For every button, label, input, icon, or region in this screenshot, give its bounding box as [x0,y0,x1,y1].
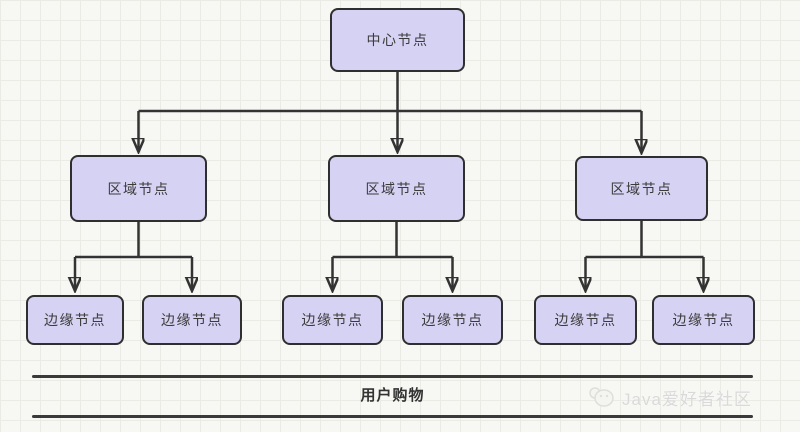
edge-node-3: 边缘节点 [282,295,383,345]
watermark: Java爱好者社区 [588,381,752,413]
footer-rule-bottom [32,415,753,418]
watermark-label: Java爱好者社区 [622,389,752,409]
footer-rule-top [32,375,753,378]
mascot-logo-icon [589,387,614,407]
edge-node-4: 边缘节点 [402,295,503,345]
footer-caption: 用户购物 [360,387,425,404]
edge-node-2: 边缘节点 [142,295,242,345]
edge-node-6: 边缘节点 [652,295,755,345]
edge-node-5: 边缘节点 [534,295,637,345]
center-node: 中心节点 [330,8,465,72]
region-node-3: 区域节点 [575,156,708,221]
region-node-1: 区域节点 [70,155,207,222]
edge-node-1: 边缘节点 [26,295,124,345]
region-node-2: 区域节点 [328,155,465,222]
